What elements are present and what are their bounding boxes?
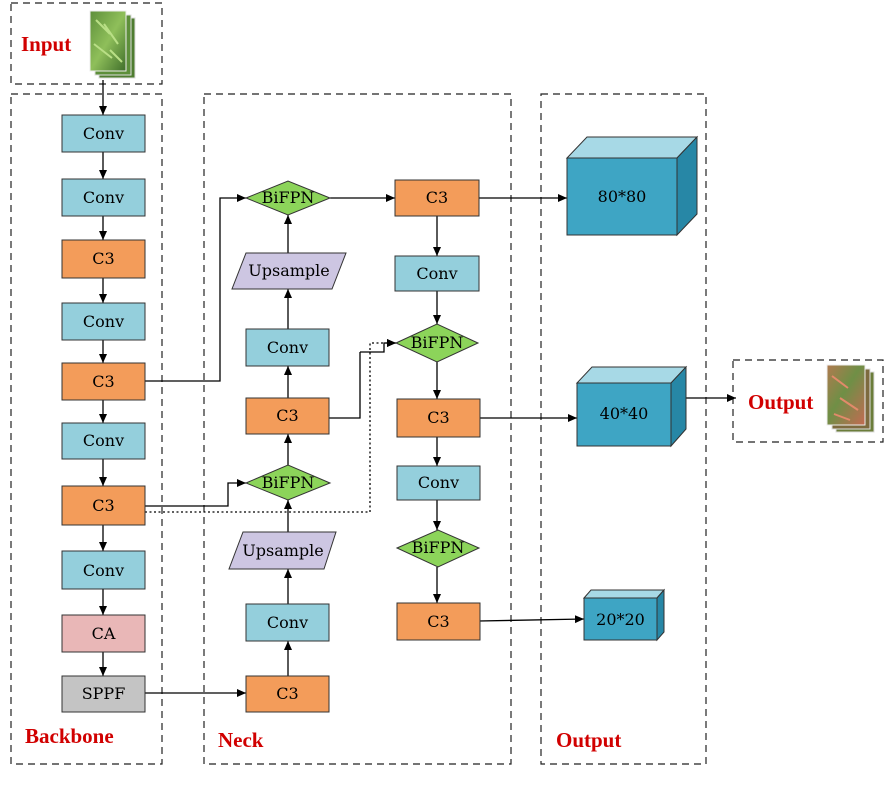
neck-bifpn-out3-label: BiFPN <box>412 538 465 557</box>
neck-bifpn-out2-label: BiFPN <box>411 333 464 352</box>
neck-bifpn-mid-label: BiFPN <box>262 473 315 492</box>
backbone-conv-2: Conv <box>61 178 146 217</box>
neck-c3-out2-label: C3 <box>427 408 449 427</box>
neck-c3-bottom: C3 <box>245 675 330 713</box>
backbone-label: Backbone <box>25 724 114 748</box>
neck-upsample-bottom: Upsample <box>228 531 337 570</box>
backbone-c3-1: C3 <box>61 239 146 279</box>
input-image-icon <box>89 10 136 79</box>
neck-bifpn-out3: BiFPN <box>395 529 481 568</box>
neck-c3-out2: C3 <box>396 398 481 438</box>
backbone-c3-3: C3 <box>61 485 146 526</box>
backbone-conv-5: Conv <box>61 550 146 590</box>
output-section-label: Output <box>556 728 621 752</box>
backbone-conv-2-label: Conv <box>83 188 124 207</box>
output-image-label: Output <box>748 390 813 414</box>
backbone-c3-2-label: C3 <box>92 372 114 391</box>
neck-upsample-top: Upsample <box>231 252 347 290</box>
backbone-ca: CA <box>61 614 146 653</box>
backbone-c3-1-label: C3 <box>92 249 114 268</box>
output-cube-20-label: 20*20 <box>596 610 645 629</box>
neck-bifpn-top: BiFPN <box>244 180 332 216</box>
neck-frame <box>203 93 512 765</box>
input-frame <box>10 2 163 85</box>
output-cube-80-label: 80*80 <box>598 187 647 206</box>
backbone-conv-1: Conv <box>61 114 146 153</box>
neck-conv-out2: Conv <box>396 465 481 501</box>
backbone-sppf: SPPF <box>61 675 146 713</box>
neck-c3-mid: C3 <box>245 397 330 435</box>
backbone-conv-4-label: Conv <box>83 431 124 450</box>
backbone-conv-4: Conv <box>61 422 146 460</box>
neck-bifpn-mid: BiFPN <box>244 464 332 501</box>
output-cube-80: 80*80 <box>565 135 699 237</box>
output-cube-40: 40*40 <box>575 365 688 448</box>
backbone-conv-3: Conv <box>61 302 146 341</box>
backbone-c3-3-label: C3 <box>92 496 114 515</box>
neck-label: Neck <box>218 728 264 752</box>
output-image-icon <box>826 364 875 433</box>
neck-c3-mid-label: C3 <box>276 406 298 425</box>
neck-upsample-bottom-label: Upsample <box>242 541 323 560</box>
connections <box>99 80 736 697</box>
backbone-frame <box>10 93 163 765</box>
neck-conv-out1: Conv <box>394 255 480 292</box>
neck-c3-out3-label: C3 <box>427 612 449 631</box>
neck-bifpn-top-label: BiFPN <box>262 188 315 207</box>
neck-conv-out2-label: Conv <box>418 473 459 492</box>
backbone-conv-3-label: Conv <box>83 312 124 331</box>
neck-conv-top: Conv <box>245 328 330 367</box>
neck-upsample-top-label: Upsample <box>248 261 329 280</box>
neck-c3-bottom-label: C3 <box>276 684 298 703</box>
neck-conv-bottom: Conv <box>245 603 330 642</box>
neck-conv-top-label: Conv <box>267 338 308 357</box>
backbone-ca-label: CA <box>92 624 116 643</box>
neck-c3-out3: C3 <box>396 602 481 641</box>
neck-bifpn-out2: BiFPN <box>394 323 480 363</box>
neck-c3-out1-label: C3 <box>426 188 448 207</box>
output-frame <box>540 93 707 765</box>
neck-conv-bottom-label: Conv <box>267 613 308 632</box>
backbone-c3-2: C3 <box>61 362 146 401</box>
backbone-conv-1-label: Conv <box>83 124 124 143</box>
output-cube-40-label: 40*40 <box>600 404 649 423</box>
backbone-sppf-label: SPPF <box>82 684 126 703</box>
output-cube-20: 20*20 <box>582 588 666 642</box>
input-label: Input <box>21 32 71 56</box>
neck-conv-out1-label: Conv <box>416 264 457 283</box>
backbone-conv-5-label: Conv <box>83 561 124 580</box>
neck-c3-out1: C3 <box>394 179 480 217</box>
